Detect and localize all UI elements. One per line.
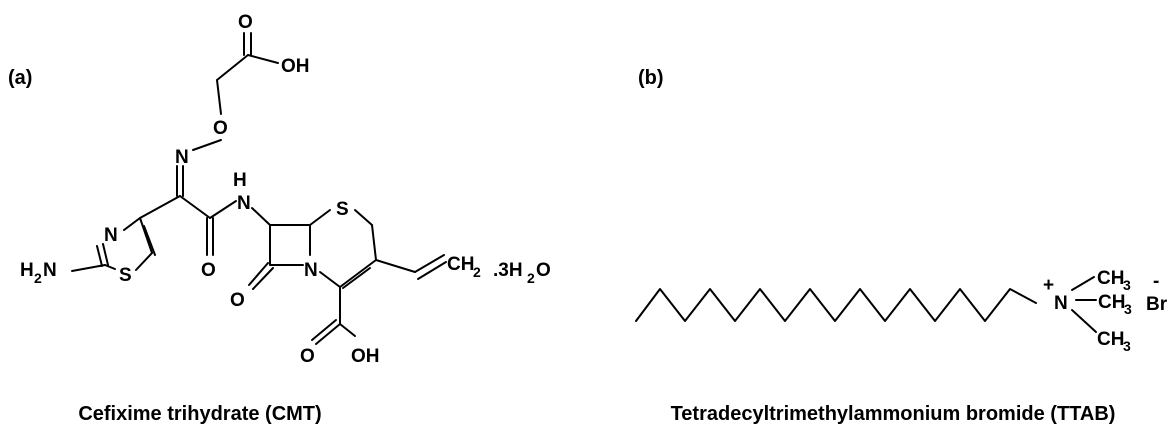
thiazole-nitrogen: N — [104, 225, 118, 246]
ammonium-bonds — [1071, 276, 1097, 333]
amine-nitrogen: N — [43, 260, 57, 281]
acid-hydroxyl-top: OH — [281, 56, 310, 77]
cefixime-bonds — [71, 32, 447, 345]
methyl-bottom-subscript: 3 — [1123, 338, 1131, 354]
thiazole-sulfur: S — [119, 265, 132, 286]
cefixime-atoms: O OH O N H N S N O H 2 N S O N CH 2 .3H … — [20, 12, 551, 367]
methyl-bottom: CH — [1097, 329, 1124, 350]
panel-a-label: (a) — [8, 67, 32, 89]
methyl-top-subscript: 3 — [1123, 277, 1131, 293]
lactam-oxygen: O — [230, 290, 245, 311]
panel-a: (a) — [8, 12, 551, 425]
amide-nitrogen: N — [237, 193, 251, 214]
acid-hydroxyl-bottom: OH — [351, 346, 380, 367]
hydrate-oxygen: O — [536, 260, 551, 281]
panel-b-label: (b) — [638, 67, 664, 89]
ammonium-plus: + — [1043, 275, 1054, 296]
ammonium-nitrogen: N — [1054, 293, 1068, 314]
ttab-atoms: + N CH 3 CH 3 CH 3 - Br — [1043, 268, 1168, 354]
panel-b: (b) + N CH 3 CH 3 CH 3 - Br Tetradecyltr… — [635, 67, 1168, 425]
amine-h-subscript: 2 — [34, 270, 42, 286]
amide-oxygen: O — [201, 260, 216, 281]
ring-sulfur: S — [336, 199, 349, 220]
vinyl-ch: CH — [447, 254, 474, 275]
lactam-nitrogen: N — [304, 260, 318, 281]
oxime-nitrogen: N — [175, 147, 189, 168]
methyl-top: CH — [1097, 268, 1124, 289]
vinyl-subscript: 2 — [473, 264, 481, 280]
bromide-minus: - — [1153, 271, 1159, 292]
hydrate-subscript: 2 — [527, 270, 535, 286]
acid-oxygen-bottom: O — [300, 346, 315, 367]
bromide: Br — [1146, 294, 1168, 315]
amine-h: H — [20, 260, 34, 281]
carbonyl-oxygen-top: O — [238, 12, 253, 33]
methyl-middle: CH — [1098, 292, 1125, 313]
panel-a-caption: Cefixime trihydrate (CMT) — [78, 403, 321, 425]
alkyl-chain — [635, 288, 1037, 322]
ether-oxygen: O — [213, 118, 228, 139]
amide-hydrogen: H — [233, 170, 247, 191]
panel-b-caption: Tetradecyltrimethylammonium bromide (TTA… — [671, 403, 1116, 425]
methyl-middle-subscript: 3 — [1124, 301, 1132, 317]
hydrate-label: .3H — [493, 260, 523, 281]
